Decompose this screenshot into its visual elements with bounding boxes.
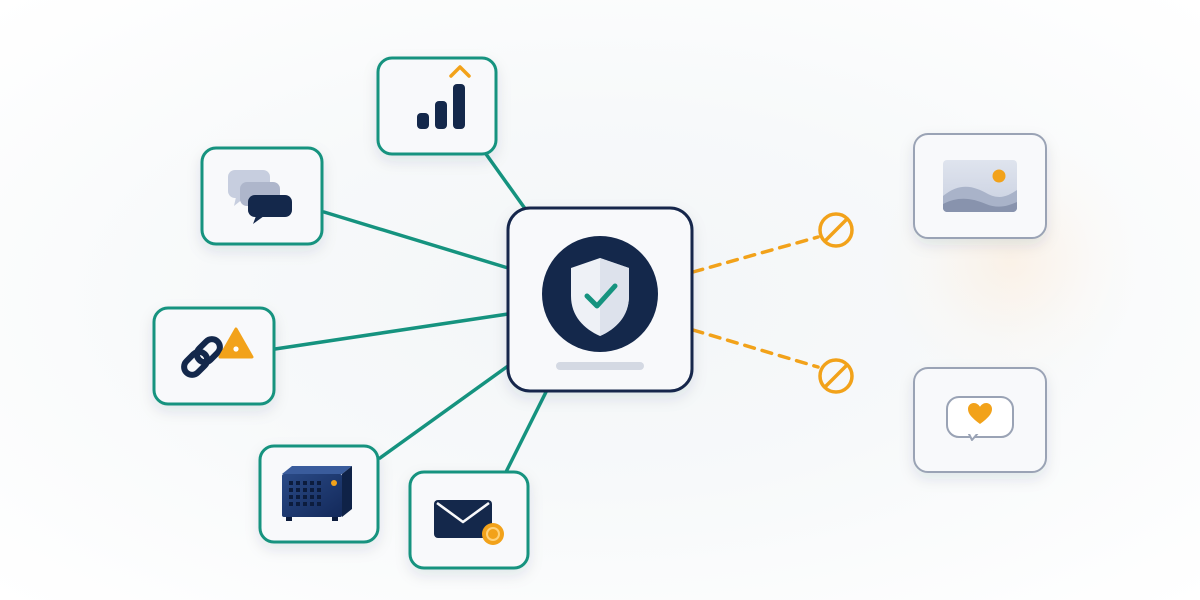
chat-bubbles-icon (228, 170, 292, 224)
blocked-lines (691, 235, 820, 369)
heart-message-icon (946, 396, 1014, 441)
node-device[interactable] (258, 444, 380, 544)
hardware-box-icon (282, 466, 352, 521)
edge-email (504, 390, 548, 474)
connection-lines (273, 152, 548, 474)
image-icon (943, 160, 1017, 212)
signal-bars-icon (417, 65, 471, 129)
edge-blocked-bottom (691, 328, 820, 369)
no-symbol-icon (818, 212, 854, 248)
node-image[interactable] (913, 133, 1047, 239)
no-symbol-icon (818, 358, 854, 394)
edge-link-warning (273, 312, 510, 351)
link-warning-icon (181, 327, 254, 378)
node-link-warning[interactable] (152, 306, 276, 406)
envelope-icon (434, 500, 504, 545)
shield-check-icon (542, 236, 658, 352)
node-chat[interactable] (200, 146, 324, 246)
node-email[interactable] (408, 470, 530, 570)
hub-label-bar (556, 362, 644, 370)
edge-analytics (484, 152, 528, 212)
edge-blocked-top (691, 235, 820, 274)
node-favorite[interactable] (913, 367, 1047, 473)
edge-device (378, 364, 510, 460)
edge-chat (322, 210, 510, 270)
node-analytics[interactable] (376, 56, 498, 156)
